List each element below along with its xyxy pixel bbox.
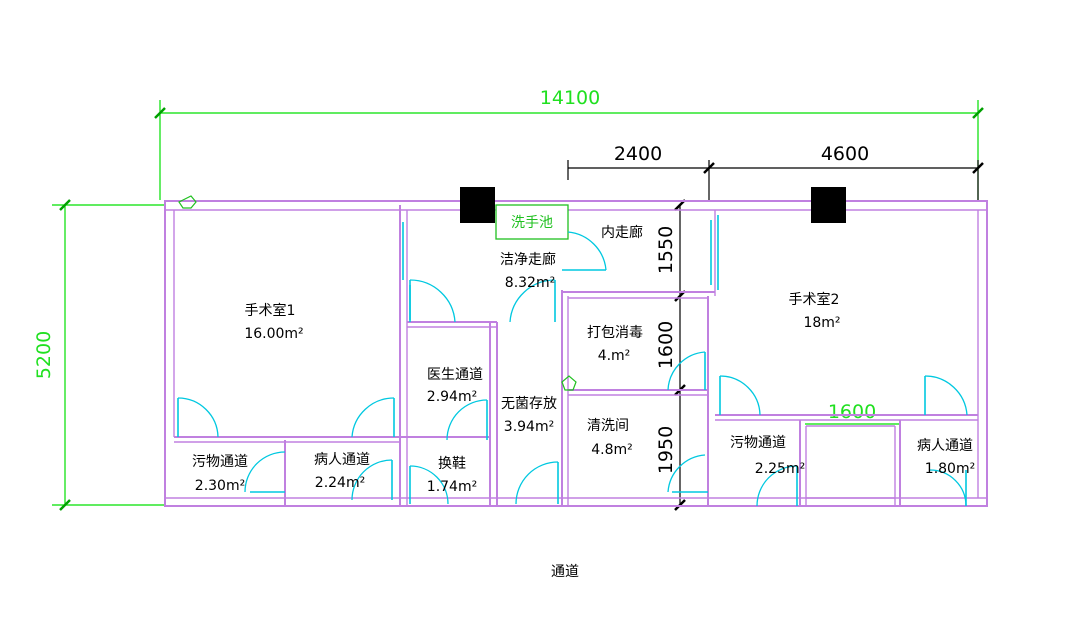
room-shoe-name: 换鞋: [438, 455, 466, 472]
room-or2-area: 18m²: [803, 315, 840, 331]
dim-label-5200: 5200: [33, 331, 55, 379]
dim-label-4600: 4600: [821, 143, 869, 165]
room-wash-name: 清洗间: [587, 418, 629, 434]
structural-column-right: [811, 187, 846, 223]
structural-column-left: [460, 187, 495, 223]
room-wash-area: 4.8m²: [591, 442, 633, 458]
room-dirty2-name: 污物通道: [730, 435, 786, 451]
room-sterile-area: 3.94m²: [504, 419, 554, 435]
dimension-top-segments: 2400 4600: [567, 143, 984, 200]
dim-label-1600-vertical: 1600: [655, 321, 677, 369]
walls: [164, 200, 988, 507]
sink-label: 洗手池: [511, 215, 553, 231]
sink: 洗手池: [495, 204, 569, 240]
room-doctor-area: 2.94m²: [427, 389, 477, 405]
room-or1-name: 手术室1: [245, 302, 296, 319]
dimension-1600-horizontal: 1600: [805, 401, 900, 425]
dimension-overall-height: 5200: [33, 199, 165, 511]
room-patient2-name: 病人通道: [917, 438, 973, 454]
room-clean-corridor-area: 8.32m²: [505, 275, 555, 291]
room-doctor-name: 医生通道: [427, 367, 483, 383]
room-dirty2-area: 2.25m²: [755, 461, 805, 477]
dim-label-2400: 2400: [614, 143, 662, 165]
dim-label-1550: 1550: [655, 226, 677, 274]
room-pack-name: 打包消毒: [587, 324, 643, 341]
dim-label-1950: 1950: [655, 426, 677, 474]
vent-marker-center: [561, 375, 577, 391]
room-patient1-name: 病人通道: [314, 452, 370, 468]
vent-marker-left: [178, 195, 197, 209]
room-pack-area: 4.m²: [598, 348, 631, 364]
room-inner-corridor-name: 内走廊: [601, 224, 643, 241]
room-shoe-area: 1.74m²: [427, 479, 477, 495]
dim-label-1600-horizontal: 1600: [828, 401, 876, 423]
room-sterile-name: 无菌存放: [501, 396, 557, 412]
doors: [177, 215, 968, 507]
dim-label-14100: 14100: [540, 87, 600, 109]
room-dirty1-area: 2.30m²: [195, 478, 245, 494]
room-or2-name: 手术室2: [789, 291, 840, 308]
room-dirty1-name: 污物通道: [192, 454, 248, 470]
room-clean-corridor-name: 洁净走廊: [500, 251, 556, 268]
room-patient2-area: 1.80m²: [925, 461, 975, 477]
dimension-vertical-segments: 1550 1600 1950: [655, 199, 686, 511]
hall-label: 通道: [551, 564, 579, 580]
room-or1-area: 16.00m²: [244, 326, 303, 342]
dimension-overall-width: 14100: [154, 87, 984, 200]
room-patient1-area: 2.24m²: [315, 475, 365, 491]
